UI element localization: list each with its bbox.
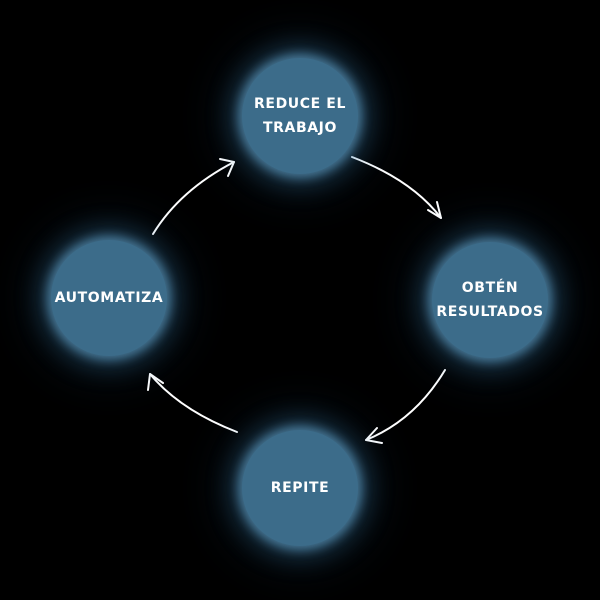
node-label: REPITE — [270, 480, 330, 496]
node-label: REDUCE EL TRABAJO — [254, 96, 346, 136]
arrow-top-to-right — [351, 156, 442, 219]
arrow-bottom-to-left — [147, 373, 238, 433]
node-obten-resultados: OBTÉN RESULTADOS — [432, 242, 548, 358]
arrow-right-to-bottom — [365, 369, 446, 444]
node-reduce-el-trabajo: REDUCE EL TRABAJO — [242, 58, 358, 174]
node-repite: REPITE — [242, 430, 358, 546]
arrow-left-to-top — [152, 158, 235, 235]
node-label: OBTÉN RESULTADOS — [436, 280, 544, 320]
node-automatiza: AUTOMATIZA — [51, 240, 167, 356]
node-label: AUTOMATIZA — [54, 290, 164, 306]
